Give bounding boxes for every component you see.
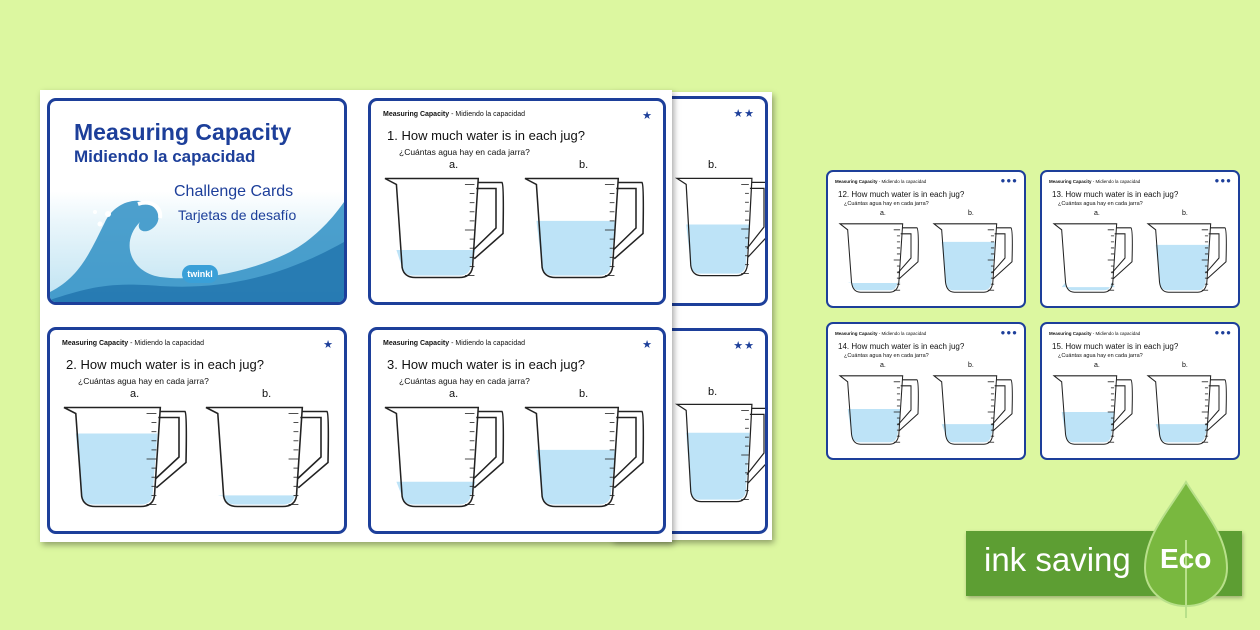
jug-b-icon	[1146, 220, 1228, 301]
question-text: 12. How much water is in each jug?	[838, 190, 965, 199]
jug-label-b: b.	[1182, 210, 1188, 217]
question-es-text: ¿Cuántas agua hay en cada jarra?	[1058, 353, 1143, 359]
jug-icon	[674, 173, 765, 286]
challenge-card-15: Measuring Capacity - Midiendo la capacid…	[1040, 322, 1240, 460]
jug-icon	[674, 399, 765, 512]
question-es-text: ¿Cuántas agua hay en cada jarra?	[844, 201, 929, 207]
challenge-card-12: Measuring Capacity - Midiendo la capacid…	[826, 170, 1026, 308]
jug-a-icon	[838, 372, 920, 453]
title: Measuring Capacity	[74, 119, 292, 145]
card-header: Measuring Capacity - Midiendo la capacid…	[383, 340, 526, 347]
star-rating: ★	[642, 339, 653, 351]
star-rating: ●●●	[1000, 176, 1018, 185]
jug-b-icon	[1146, 372, 1228, 453]
jug-b-icon	[523, 402, 645, 517]
jug-label-a: a.	[449, 159, 459, 171]
question-es-text: ¿Cuántas agua hay en cada jarra?	[844, 353, 929, 359]
eco-label: Eco	[1160, 543, 1212, 574]
jug-label-a: a.	[880, 362, 886, 369]
ink-saving-text: ink saving	[984, 541, 1131, 578]
jug-label-b: b.	[1182, 362, 1188, 369]
question-es-text: ¿Cuántas agua hay en cada jarra?	[78, 376, 209, 386]
challenge-card-3: Measuring Capacity - Midiendo la capacid…	[368, 327, 666, 534]
card-header: Measuring Capacity - Midiendo la capacid…	[1049, 179, 1141, 184]
jug-label-a: a.	[130, 388, 140, 400]
jug-a-icon	[383, 173, 505, 288]
jug-b-icon	[523, 173, 645, 288]
title-card: Measuring Capacity Midiendo la capacidad…	[47, 98, 347, 305]
star-rating: ★	[323, 339, 334, 351]
jug-a-icon	[383, 402, 505, 517]
jug-label-b: b.	[579, 388, 589, 400]
challenge-cards-label: Challenge Cards	[174, 183, 294, 200]
jug-label-b: b.	[262, 388, 272, 400]
question-es-text: ¿Cuántas agua hay en cada jarra?	[399, 147, 530, 157]
challenge-card-14: Measuring Capacity - Midiendo la capacid…	[826, 322, 1026, 460]
challenge-card-1: Measuring Capacity - Midiendo la capacid…	[368, 98, 666, 305]
jug-label-a: a.	[880, 210, 886, 217]
question-text: 1. How much water is in each jug?	[387, 128, 585, 143]
question-text: 3. How much water is in each jug?	[387, 357, 585, 372]
wave-icon	[50, 200, 344, 302]
star-rating: ★★	[733, 340, 755, 352]
challenge-card-13: Measuring Capacity - Midiendo la capacid…	[1040, 170, 1240, 308]
question-text: 14. How much water is in each jug?	[838, 342, 965, 351]
card-header: Measuring Capacity - Midiendo la capacid…	[62, 340, 205, 347]
question-text: 2. How much water is in each jug?	[66, 357, 264, 372]
star-rating: ★	[642, 110, 653, 122]
jug-label-b: b.	[968, 210, 974, 217]
question-text: 13. How much water is in each jug?	[1052, 190, 1179, 199]
subtitle: Midiendo la capacidad	[74, 147, 256, 166]
front-sheet: Measuring Capacity Midiendo la capacidad…	[40, 90, 672, 542]
jug-a-icon	[62, 402, 188, 517]
challenge-card-2: Measuring Capacity - Midiendo la capacid…	[47, 327, 347, 534]
jug-label-b: b.	[708, 386, 718, 398]
jug-label-a: a.	[1094, 362, 1100, 369]
question-text: 15. How much water is in each jug?	[1052, 342, 1179, 351]
jug-a-icon	[1052, 372, 1134, 453]
jug-b-icon	[204, 402, 330, 517]
jug-label-b: b.	[579, 159, 589, 171]
jug-label-a: a.	[1094, 210, 1100, 217]
jug-b-icon	[932, 220, 1014, 301]
jug-a-icon	[1052, 220, 1134, 301]
card-header: Measuring Capacity - Midiendo la capacid…	[383, 111, 526, 118]
twinkl-logo: twinkl	[182, 265, 218, 283]
question-es-text: ¿Cuántas agua hay en cada jarra?	[1058, 201, 1143, 207]
star-rating: ●●●	[1214, 328, 1232, 337]
card-header: Measuring Capacity - Midiendo la capacid…	[1049, 331, 1141, 336]
jug-label-a: a.	[449, 388, 459, 400]
star-rating: ●●●	[1214, 176, 1232, 185]
challenge-cards-es-label: Tarjetas de desafío	[178, 207, 297, 223]
star-rating: ●●●	[1000, 328, 1018, 337]
jug-b-icon	[932, 372, 1014, 453]
jug-label-b: b.	[708, 159, 718, 171]
card-header: Measuring Capacity - Midiendo la capacid…	[835, 331, 927, 336]
star-rating: ★★	[733, 108, 755, 120]
jug-label-b: b.	[968, 362, 974, 369]
jug-a-icon	[838, 220, 920, 301]
question-es-text: ¿Cuántas agua hay en cada jarra?	[399, 376, 530, 386]
eco-leaf-icon	[1143, 480, 1229, 618]
card-header: Measuring Capacity - Midiendo la capacid…	[835, 179, 927, 184]
